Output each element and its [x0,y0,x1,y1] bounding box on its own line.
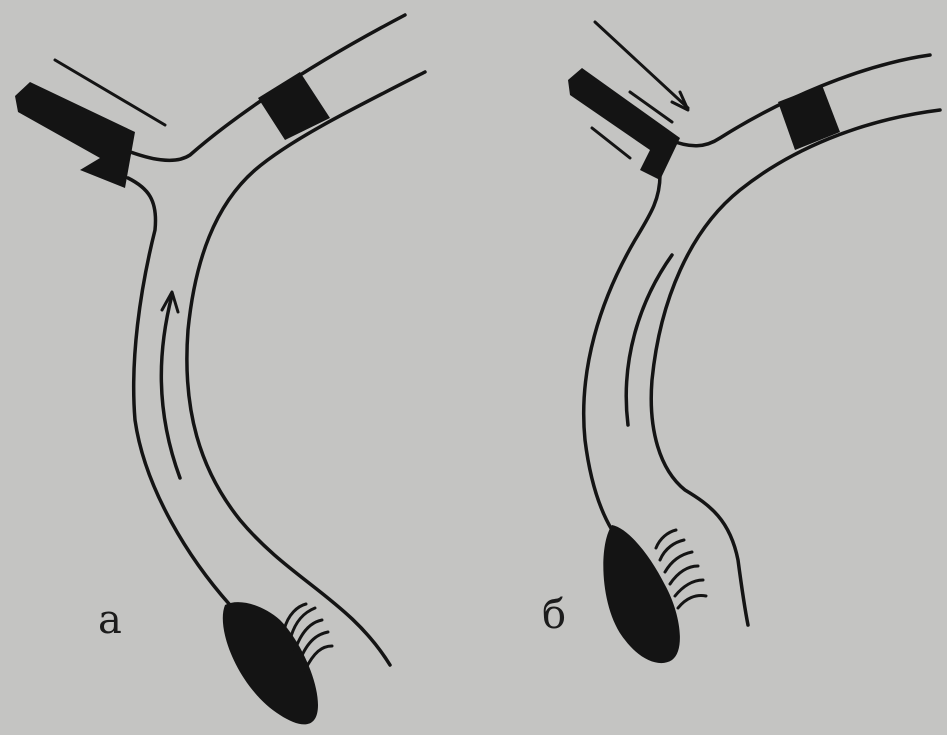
panel-b-tube-wall-lower [651,110,940,625]
panel-b-incoming-arrow-3 [592,128,630,158]
panel-a-sac [223,602,318,724]
panel-b-flow-line [626,255,672,425]
panel-b-solids [568,68,840,663]
panel-a-tube-wall-lower [187,72,425,665]
panel-a-flow-line [161,295,180,478]
panel-a-label: а [98,600,122,640]
panel-a-band [258,72,330,140]
panel-a-solids [15,72,330,724]
panel-b-band [778,85,840,150]
panel-a-drawing [55,15,425,665]
panel-a-tube-wall-left [128,178,230,605]
panel-b-label: б [542,595,566,635]
panel-b-sac [603,525,680,663]
panel-b-tube-wall-left [584,175,660,530]
panel-a-tube-wall-upper [120,15,405,160]
